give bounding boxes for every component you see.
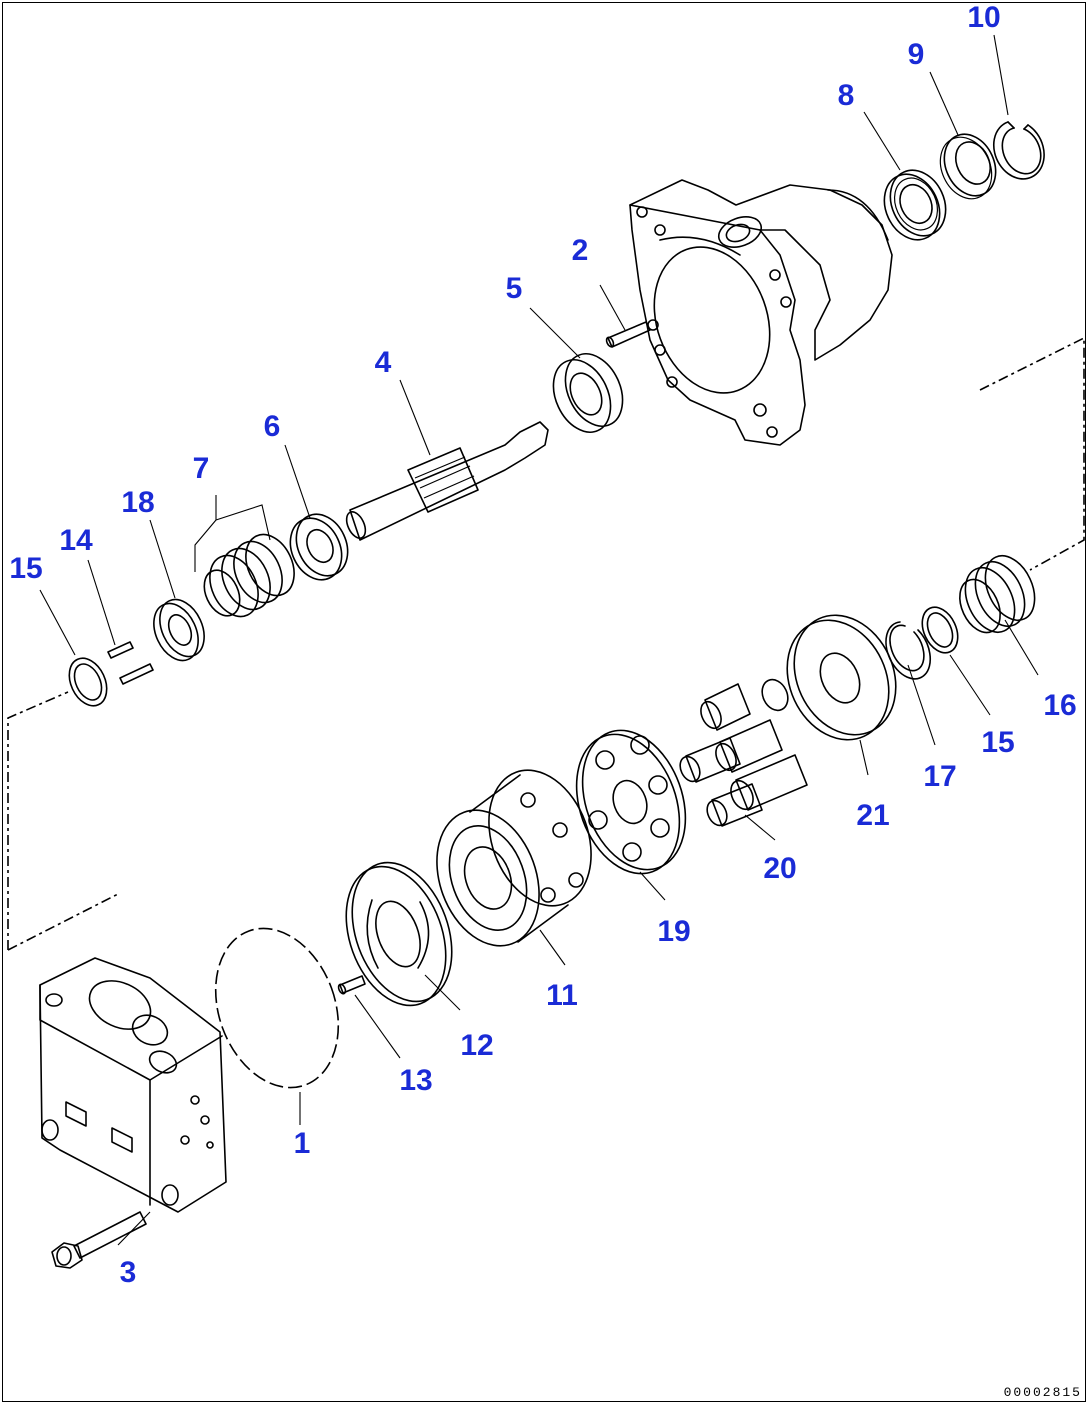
callout-9: 9 (908, 38, 925, 71)
callout-17: 17 (923, 760, 956, 793)
part-pin-2 (605, 321, 651, 348)
callout-5: 5 (506, 272, 523, 305)
callout-20: 20 (763, 852, 796, 885)
part-bearing-8 (883, 169, 947, 241)
callout-2: 2 (572, 234, 589, 267)
part-pins-14 (107, 641, 154, 685)
callout-15-left: 15 (9, 552, 42, 585)
part-pin-13 (337, 975, 366, 995)
callout-14: 14 (59, 524, 93, 557)
callout-10: 10 (967, 1, 1000, 34)
part-shim-9 (939, 133, 997, 200)
callout-16: 16 (1043, 689, 1076, 722)
part-cylinder-block-11 (436, 769, 592, 947)
part-retainer-19 (575, 729, 687, 875)
part-springs-7 (203, 533, 295, 618)
callout-4: 4 (375, 346, 392, 379)
part-ring-15-left (68, 657, 108, 707)
part-pistons-20 (679, 678, 808, 827)
callout-8: 8 (838, 79, 855, 112)
callout-15-right: 15 (981, 726, 1014, 759)
part-snap-ring-10 (992, 121, 1045, 180)
part-ring-15-right (921, 606, 959, 654)
part-spring-16 (959, 555, 1036, 634)
callout-11: 11 (546, 979, 578, 1012)
part-bearing-5 (552, 353, 624, 433)
callout-3: 3 (120, 1256, 137, 1289)
part-valve-plate-12 (345, 861, 453, 1007)
part-bolt-3 (51, 1211, 147, 1269)
callout-6: 6 (264, 410, 281, 443)
part-oring-1 (214, 927, 340, 1089)
drawing-code: 00002815 (1003, 1385, 1082, 1400)
callout-labels: 1 2 3 4 5 6 7 8 9 10 11 12 13 14 15 15 1… (9, 1, 1076, 1289)
part-seat-18 (153, 598, 205, 662)
part-snap-ring-17 (885, 621, 932, 680)
part-shaft-4 (345, 421, 549, 541)
callout-19: 19 (657, 915, 690, 948)
callout-13: 13 (399, 1064, 432, 1097)
center-lines (7, 336, 1085, 951)
callout-1: 1 (294, 1127, 311, 1160)
callout-21: 21 (856, 799, 889, 832)
callout-12: 12 (460, 1029, 493, 1062)
part-end-cover (39, 957, 227, 1213)
leader-lines (39, 34, 1039, 1246)
part-plate-21 (786, 614, 897, 741)
callout-7: 7 (193, 452, 210, 485)
callout-18: 18 (121, 486, 154, 519)
part-motor-housing (629, 179, 893, 446)
part-bearing-6 (289, 513, 349, 581)
